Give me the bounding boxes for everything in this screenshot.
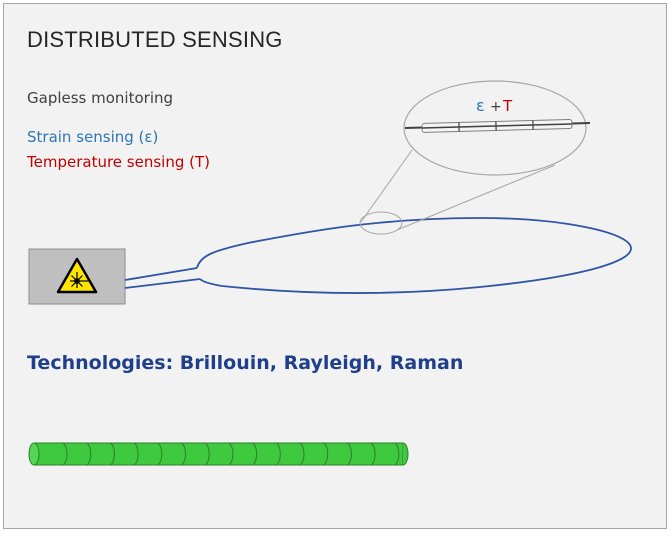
gapless-monitoring-label: Gapless monitoring — [27, 89, 174, 107]
technologies-label: Technologies: Brillouin, Rayleigh, Raman — [27, 352, 464, 374]
page-title: DISTRIBUTED SENSING — [27, 27, 283, 52]
cable-segment — [251, 442, 258, 466]
zoom-epsilon-symbol: ε — [476, 96, 485, 115]
cable-segment — [298, 442, 305, 466]
laser-warning-icon — [56, 257, 98, 294]
cable-segment — [369, 442, 376, 466]
cable-segment — [109, 442, 115, 466]
cable-segment — [322, 442, 329, 466]
cable-segment — [204, 442, 210, 466]
cable-segment — [227, 442, 234, 466]
zoom-line-right — [396, 164, 556, 231]
fiber-loop — [124, 217, 632, 294]
sensor-tube — [421, 119, 573, 133]
temperature-sensing-label: Temperature sensing (T) — [27, 153, 210, 171]
cable-segment — [85, 442, 92, 466]
cable-segment — [393, 442, 400, 466]
cable-segment — [61, 442, 68, 466]
cable-segment — [346, 442, 352, 466]
zoom-line-left — [360, 149, 413, 223]
cable-segment — [132, 442, 139, 466]
zoom-t-symbol: T — [502, 97, 513, 115]
cable-segment — [180, 442, 186, 466]
cable-segment — [156, 442, 163, 466]
green-cable — [28, 442, 409, 466]
strain-sensing-label: Strain sensing (ε) — [27, 128, 159, 146]
zoom-source-ellipse — [359, 211, 403, 235]
cable-segment — [275, 442, 281, 466]
zoom-plus-symbol: + — [490, 99, 502, 115]
